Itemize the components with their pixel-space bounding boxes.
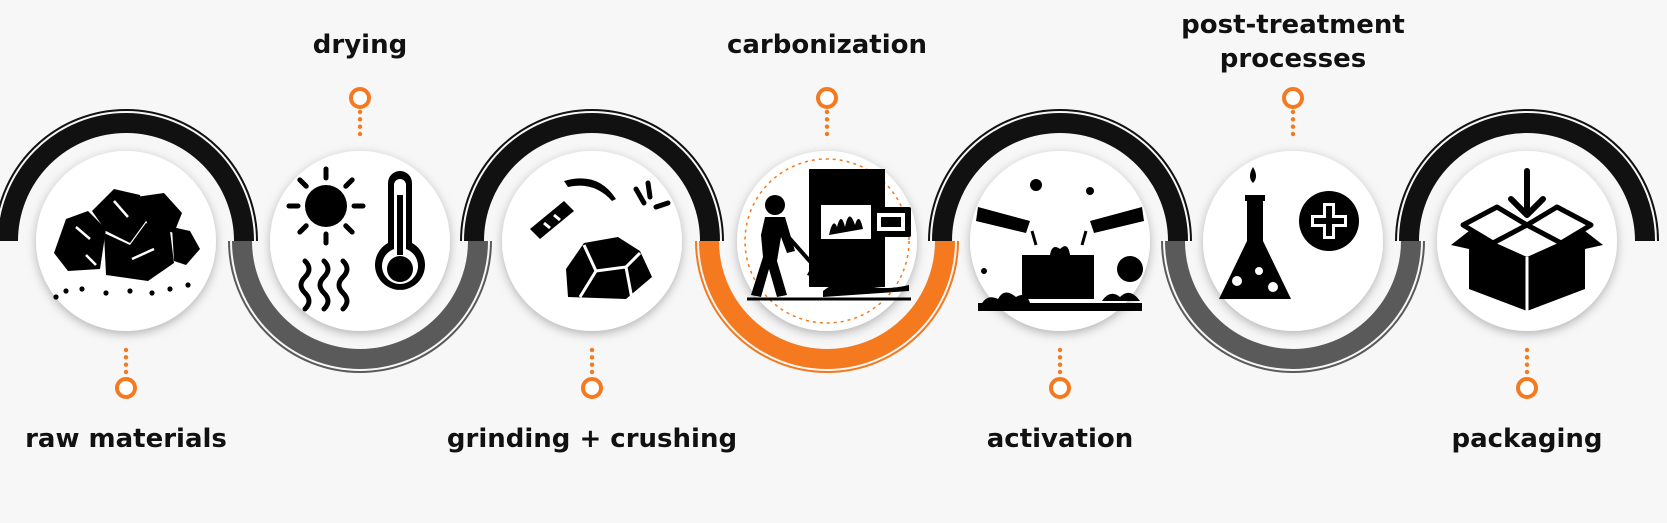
arc-outline-step-4 bbox=[695, 240, 959, 373]
marker-ring-step-6 bbox=[1282, 87, 1304, 109]
connector-dot bbox=[357, 131, 363, 137]
step-5-badge bbox=[970, 151, 1150, 331]
label-line: post-treatment bbox=[1181, 10, 1405, 40]
connector-dot bbox=[1524, 347, 1530, 353]
box-arrow-icon bbox=[1451, 168, 1603, 311]
step-6-label: post-treatment processes bbox=[1133, 8, 1453, 76]
connector-dot bbox=[357, 124, 363, 129]
connector-dot bbox=[1524, 369, 1530, 375]
arc-outline-step-2 bbox=[228, 240, 492, 373]
label-line: packaging bbox=[1451, 424, 1603, 454]
arc-step-4 bbox=[699, 240, 955, 369]
arc-outline-step-1 bbox=[0, 109, 258, 242]
connector-dot bbox=[1057, 347, 1063, 353]
label-line: activation bbox=[986, 424, 1134, 454]
arc-outline-step-5 bbox=[928, 109, 1192, 242]
marker-ring-step-1 bbox=[115, 377, 137, 399]
connector-dot bbox=[1290, 117, 1296, 122]
pickaxe-rock-icon bbox=[530, 178, 671, 300]
connector-dot bbox=[123, 362, 129, 367]
arc-outline-step-7 bbox=[1395, 109, 1659, 242]
arc-step-6 bbox=[1165, 240, 1421, 369]
badge-circle bbox=[970, 151, 1150, 331]
connector-dot bbox=[1524, 362, 1530, 367]
step-1-label: raw materials bbox=[0, 422, 286, 456]
connector-dot bbox=[589, 369, 595, 375]
badge-circle bbox=[1203, 151, 1383, 331]
connector-dot bbox=[357, 109, 363, 115]
connector-dot bbox=[589, 347, 595, 353]
step-5-label: activation bbox=[900, 422, 1220, 456]
label-line: drying bbox=[312, 30, 408, 60]
connector-dot bbox=[1290, 109, 1296, 115]
marker-ring-step-2 bbox=[349, 87, 371, 109]
connector-dot bbox=[123, 347, 129, 353]
marker-ring-step-4 bbox=[816, 87, 838, 109]
connector-dot bbox=[123, 355, 129, 360]
arc-step-3 bbox=[464, 113, 720, 242]
arc-outline-step-3 bbox=[460, 109, 724, 242]
coal-rocks-icon bbox=[53, 189, 200, 300]
connector-dot bbox=[1057, 362, 1063, 367]
connector-dot bbox=[1057, 369, 1063, 375]
marker-ring-step-5 bbox=[1049, 377, 1071, 399]
connector-dot bbox=[1290, 131, 1296, 137]
connector-dot bbox=[1057, 355, 1063, 360]
arc-outline-step-6 bbox=[1161, 240, 1425, 373]
badge-circle bbox=[270, 151, 450, 331]
arc-step-5 bbox=[932, 113, 1188, 242]
badge-dashed-ring bbox=[744, 158, 910, 324]
connector-dot bbox=[824, 124, 830, 129]
arc-step-1 bbox=[0, 113, 254, 242]
connector-dot bbox=[357, 117, 363, 122]
furnace-worker-icon bbox=[747, 169, 911, 301]
step-4-label: carbonization bbox=[667, 28, 987, 62]
sun-thermometer-icon bbox=[286, 166, 425, 312]
connector-dot bbox=[824, 109, 830, 115]
connector-dot bbox=[589, 355, 595, 360]
connector-dot bbox=[1524, 355, 1530, 360]
label-line: raw materials bbox=[25, 424, 227, 454]
connector-dot bbox=[1290, 124, 1296, 129]
label-line: processes bbox=[1219, 44, 1367, 74]
step-3-badge bbox=[502, 151, 682, 331]
step-2-badge bbox=[270, 151, 450, 331]
marker-ring-step-7 bbox=[1516, 377, 1538, 399]
arc-step-7 bbox=[1399, 113, 1655, 242]
marker-ring-step-3 bbox=[581, 377, 603, 399]
pouring-activation-icon bbox=[976, 179, 1144, 311]
arc-step-2 bbox=[232, 240, 488, 369]
step-1-badge bbox=[36, 151, 216, 331]
step-2-label: drying bbox=[200, 28, 520, 62]
connector-dot bbox=[824, 117, 830, 122]
flask-plus-icon bbox=[1219, 167, 1359, 299]
step-7-badge bbox=[1437, 151, 1617, 331]
step-6-badge bbox=[1203, 151, 1383, 331]
step-3-label: grinding + crushing bbox=[432, 422, 752, 456]
label-line: carbonization bbox=[726, 30, 928, 60]
badge-circle bbox=[502, 151, 682, 331]
connector-dot bbox=[123, 369, 129, 375]
connector-dot bbox=[824, 131, 830, 137]
step-4-badge bbox=[737, 151, 917, 331]
label-line: grinding + crushing bbox=[446, 424, 738, 454]
step-7-label: packaging bbox=[1367, 422, 1667, 456]
connector-dot bbox=[589, 362, 595, 367]
